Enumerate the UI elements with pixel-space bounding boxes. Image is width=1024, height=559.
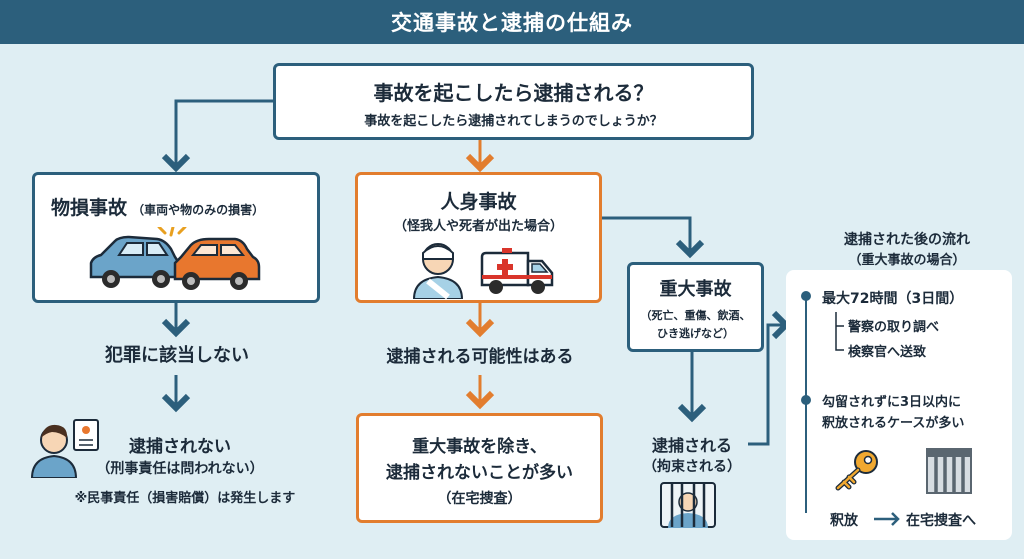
property-result-no-arrest-sub: （刑事責任は問われない）: [96, 461, 264, 477]
serious-note-line1: （死亡、重傷、飲酒、: [640, 309, 751, 322]
property-note: （車両や物のみの損害）: [132, 203, 265, 217]
flow-home-investigation: 在宅捜査へ: [906, 513, 976, 529]
page-title: 交通事故と逮捕の仕組み: [0, 0, 1024, 44]
flow-step2-line2: 釈放されるケースが多い: [822, 416, 965, 431]
arrow-injury-to-serious: [602, 216, 705, 259]
flow-substep-bracket: [835, 312, 844, 351]
flow-step1-prosecutor: 検察官へ送致: [848, 345, 927, 360]
property-result-no-crime: 犯罪に該当しない: [105, 345, 249, 366]
arrow-arrest-to-flow: [748, 310, 791, 446]
serious-title: 重大事故: [659, 279, 732, 300]
property-civil-footnote: ※民事責任（損害賠償）は発生します: [74, 491, 296, 506]
flow-step1-police: 警察の取り調べ: [848, 320, 940, 335]
flow-heading-2: （重大事故の場合）: [848, 253, 966, 268]
injury-result-sub: （在宅捜査）: [437, 491, 522, 507]
serious-result-arrest: 逮捕される: [651, 436, 732, 455]
ambulance-icon: [480, 248, 554, 294]
flow-heading-1: 逮捕された後の流れ: [844, 232, 970, 248]
flow-timeline: [801, 291, 811, 513]
flow-panel: 最大72時間（3日間） 警察の取り調べ 検察官へ送致 勾留されずに3日以内に 釈…: [786, 270, 1012, 540]
property-result-no-arrest: 逮捕されない: [129, 437, 231, 457]
property-title: 物損事故: [51, 197, 128, 219]
property-damage-box: 物損事故 （車両や物のみの損害）: [32, 172, 320, 303]
question-sub: 事故を起こしたら逮捕されてしまうのでしょうか？: [364, 114, 663, 129]
arrow-right-icon: [874, 512, 900, 526]
injury-result-box: 重大事故を除き、 逮捕されないことが多い （在宅捜査）: [356, 413, 603, 523]
injured-person-icon: [412, 243, 464, 299]
injury-result-line2: 逮捕されないことが多い: [386, 463, 573, 483]
injury-title: 人身事故: [440, 191, 517, 213]
flow-release: 釈放: [830, 513, 858, 529]
arrow-question-to-property: [161, 99, 273, 173]
injury-note: （怪我人や死者が出た場合）: [393, 219, 563, 234]
flow-step1: 最大72時間（3日間）: [822, 291, 964, 307]
injury-result-line1: 重大事故を除き、: [412, 437, 547, 457]
serious-accident-box: 重大事故 （死亡、重傷、飲酒、 ひき逃げなど）: [627, 262, 764, 352]
flow-step2-line1: 勾留されずに3日以内に: [822, 395, 962, 410]
injury-result-possible-arrest: 逮捕される可能性はある: [386, 347, 574, 367]
jailed-person-icon: [660, 482, 716, 528]
person-id-icon: [30, 419, 99, 478]
question-box: 事故を起こしたら逮捕される？ 事故を起こしたら逮捕されてしまうのでしょうか？: [273, 63, 754, 140]
serious-result-arrest-sub: （拘束される）: [643, 459, 741, 475]
injury-accident-box: 人身事故 （怪我人や死者が出た場合）: [355, 172, 602, 303]
key-icon: [835, 450, 878, 491]
serious-note-line2: ひき逃げなど）: [657, 327, 734, 340]
car-crash-icon: [89, 227, 261, 290]
jail-bars-icon: [926, 448, 972, 494]
question-main: 事故を起こしたら逮捕される？: [373, 81, 654, 105]
